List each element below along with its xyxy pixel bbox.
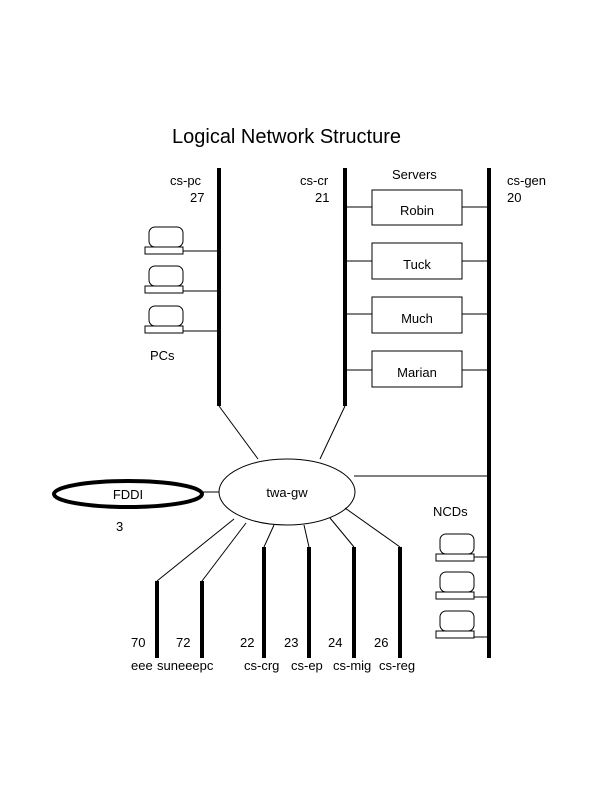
subnet-number: 24 [328,635,342,650]
subnet-number: 26 [374,635,388,650]
subnet-name: cs-crg [244,658,279,673]
pc-icon [144,226,219,255]
subnet-number: 22 [240,635,254,650]
gateway-label: twa-gw [266,485,308,500]
servers-heading: Servers [392,167,437,182]
pc-icon [144,265,219,294]
cs-cr-number: 21 [315,190,329,205]
server-much: Much [345,296,489,334]
ncd-icon [435,610,489,639]
cs-gen-number: 20 [507,190,521,205]
ncd-group: NCDs [433,504,489,639]
server-tuck: Tuck [345,242,489,280]
cs-pc-label: cs-pc [170,173,202,188]
cs-gen-label: cs-gen [507,173,546,188]
gateway-twa-gw: twa-gw [218,458,356,526]
cs-cr-network: cs-cr 21 [300,168,347,406]
pc-group: PCs [144,226,219,363]
subnet-name: cs-reg [379,658,415,673]
pc-icon [144,305,219,334]
subnet-branches [155,507,402,658]
subnet-number: 23 [284,635,298,650]
gateway-links [202,405,489,493]
subnet-numbers: 70 72 22 23 24 26 [131,635,388,650]
subnet-number: 70 [131,635,145,650]
server-label: Tuck [403,257,431,272]
subnet-name: suneeepc [157,658,214,673]
server-robin: Robin [345,189,489,226]
server-label: Much [401,311,433,326]
fddi-number: 3 [116,519,123,534]
subnet-number: 72 [176,635,190,650]
servers-group: Servers Robin Tuck Much Marian [345,167,489,388]
subnet-name: cs-ep [291,658,323,673]
subnet-names: eee suneeepc cs-crg cs-ep cs-mig cs-reg [131,658,415,673]
cs-pc-network: cs-pc 27 [170,168,221,406]
cs-pc-number: 27 [190,190,204,205]
diagram-title: Logical Network Structure [172,126,401,148]
cs-cr-label: cs-cr [300,173,329,188]
fddi-ring: FDDI 3 [52,479,204,534]
subnet-name: eee [131,658,153,673]
server-label: Marian [397,365,437,380]
pcs-label: PCs [150,348,175,363]
fddi-label: FDDI [113,487,143,502]
server-marian: Marian [345,350,489,388]
server-label: Robin [400,203,434,218]
ncd-icon [435,533,489,562]
cs-gen-network: cs-gen 20 [487,168,546,658]
ncd-icon [435,571,489,600]
subnet-name: cs-mig [333,658,371,673]
ncds-label: NCDs [433,504,468,519]
